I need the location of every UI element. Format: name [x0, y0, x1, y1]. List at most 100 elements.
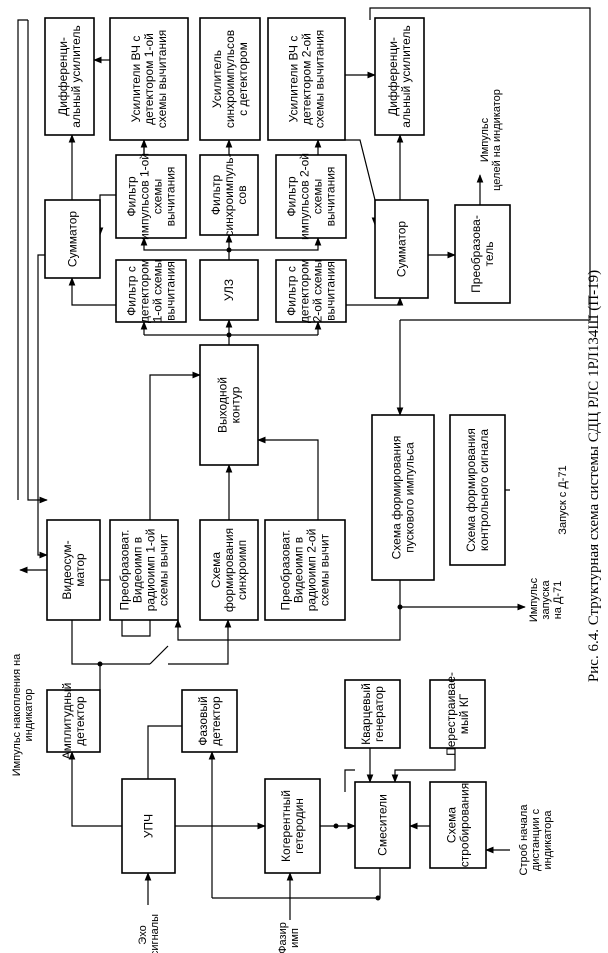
signal-label-line: Фазир [277, 922, 289, 953]
block-label: Схема формированияпускового импульса [390, 436, 417, 560]
block-label-line: альный усилитель [399, 25, 413, 127]
signal-label-line: индикатора [542, 810, 554, 870]
signal-label-line: целей на индикатор [491, 89, 503, 191]
block-frame [429, 781, 487, 869]
block-label: Усилительсинхроимпульсовс детектором [210, 30, 250, 128]
block-summer-2: Сумматор [374, 199, 429, 299]
block-label-line: Фильтр с [125, 266, 139, 316]
block-frame [264, 519, 346, 621]
block-label-line: Когерентный [279, 790, 293, 862]
block-filter-detector-1: Фильтр сдетектором1-ой схемывычитания [115, 259, 187, 323]
block-converter-2: Преобразоват.Видеоимп врадиоимп 2-ойсхем… [264, 519, 346, 621]
signal-label: Импульсзапускана Д-71 [528, 577, 564, 622]
block-quartz-generator: Кварцевыйгенератор [344, 679, 401, 749]
block-label-line: детектором 2-ой [300, 33, 314, 125]
block-frame [275, 154, 347, 239]
block-output-circuit: Выходнойконтур [199, 344, 259, 466]
block-converter-1: Преобразоват.Видеоимп врадиоимп 1-ойсхем… [109, 519, 179, 621]
block-label-line: генератор [372, 686, 386, 742]
label-phase-impulse: Фазиримп [277, 922, 301, 953]
block-frame [115, 154, 187, 239]
block-label-line: вычитания [164, 167, 178, 227]
signal-label-line: Строб начала [518, 804, 530, 876]
block-label-line: схемы [151, 179, 165, 214]
block-frame [181, 689, 238, 753]
block-label: Фильтримпульсов 2-ойсхемывычитания [285, 153, 338, 240]
block-label-line: формирования [222, 528, 236, 612]
block-label-line: пускового импульса [403, 442, 417, 553]
block-sync-amplifier: Усилительсинхроимпульсовс детектором [199, 17, 261, 141]
block-label: УПЧ [142, 814, 156, 838]
block-label-line: Усилители ВЧ с [287, 36, 301, 123]
block-frame [275, 259, 347, 323]
block-label-line: стробирования [458, 783, 472, 868]
signal-label: Строб началадистанции синдикатора [518, 804, 554, 876]
block-frame [374, 17, 425, 136]
block-label: Фильтрсинхроимпуль-сов [209, 153, 249, 236]
block-label-line: Дифференци- [56, 37, 70, 116]
block-ulz: УЛЗ [199, 259, 259, 321]
block-filter-impulses-1: Фильтримпульсов 1-ойсхемывычитания [115, 153, 187, 240]
block-label: Амплитудныйдетектор [60, 683, 87, 760]
block-label-line: УПЧ [142, 814, 156, 838]
label-launch-d71: Импульсзапускана Д-71 [528, 577, 564, 622]
block-label-line: детектор [73, 696, 87, 746]
block-label-line: Фильтр [125, 176, 139, 217]
block-coherent-heterodyne: Когерентныйгетеродин [264, 778, 321, 874]
block-label-line: Видеоимп в [131, 537, 145, 603]
figure-caption: Рис. 6.4. Структурная схема системы СДЦ … [586, 270, 602, 682]
block-amplitude-detector: Амплитудныйдетектор [46, 683, 101, 760]
signal-label-line: Импульс [528, 577, 540, 622]
block-frame [371, 414, 435, 581]
block-label-line: радиоимп 1-ой [144, 529, 158, 612]
block-label-line: сов [235, 185, 249, 204]
block-label-line: синхроимпульсов [223, 30, 237, 128]
block-label-line: импульсов 2-ой [298, 153, 312, 240]
signal-label: Импульс накопления наиндикатор [11, 653, 35, 776]
signal-label-line: на Д-71 [552, 581, 564, 620]
block-frame [449, 414, 506, 566]
block-label-line: Сумматор [395, 221, 409, 277]
block-label-line: Сумматор [66, 211, 80, 267]
block-frame [44, 199, 101, 279]
block-upch: УПЧ [121, 778, 176, 874]
label-echo-signals: Эхосигналы [137, 914, 161, 953]
block-label-line: детектором [298, 259, 312, 323]
block-label-line: синхроимп [235, 540, 249, 600]
block-diff-amp-1: Дифференци-альный усилитель [44, 17, 95, 136]
block-label-line: Усилитель [210, 50, 224, 108]
block-label-line: Выходной [216, 377, 230, 433]
block-video-summator: Видеосум-матор [46, 519, 101, 621]
block-label-line: импульсов 1-ой [138, 153, 152, 240]
block-filter-impulses-2: Фильтримпульсов 2-ойсхемывычитания [275, 153, 347, 240]
block-label: Усилители ВЧ сдетектором 2-ойсхемы вычит… [287, 30, 327, 129]
block-label-line: Кварцевый [359, 683, 373, 745]
junction-dots [97, 247, 403, 901]
block-frame [199, 259, 259, 321]
signal-label-line: Запуск с Д-71 [557, 465, 569, 534]
signal-label: Фазиримп [277, 922, 301, 953]
block-frame [46, 689, 101, 753]
block-hf-amp-1: Усилители ВЧ сдетектором 1-ойсхемы вычит… [109, 17, 189, 141]
signal-label: Импульсцелей на индикатор [479, 89, 503, 191]
block-label-line: Амплитудный [60, 683, 74, 760]
block-label-line: Видеосум- [60, 540, 74, 599]
block-frame [267, 17, 346, 141]
label-accumulation-pulse: Импульс накопления наиндикатор [11, 653, 35, 776]
block-label-line: Преобразова- [469, 215, 483, 293]
block-label: Видеосум-матор [60, 540, 87, 599]
block-label: Схемаформированиясинхроимп [209, 528, 249, 612]
block-label-line: мый КГ [457, 693, 471, 734]
signal-label-line: Импульс [479, 117, 491, 162]
block-label-line: Фильтр [209, 175, 223, 216]
block-label: Дифференци-альный усилитель [386, 25, 413, 127]
block-label-line: УЛЗ [222, 279, 236, 301]
block-label-line: вычитания [324, 261, 338, 321]
block-summer-1: Сумматор [44, 199, 101, 279]
block-frame [109, 17, 189, 141]
block-label-line: схемы вычит [318, 533, 332, 606]
block-label-line: гетеродин [292, 798, 306, 854]
block-label: Перестраивае-мый КГ [444, 672, 471, 756]
block-label: Кварцевыйгенератор [359, 683, 386, 745]
block-frame [199, 17, 261, 141]
